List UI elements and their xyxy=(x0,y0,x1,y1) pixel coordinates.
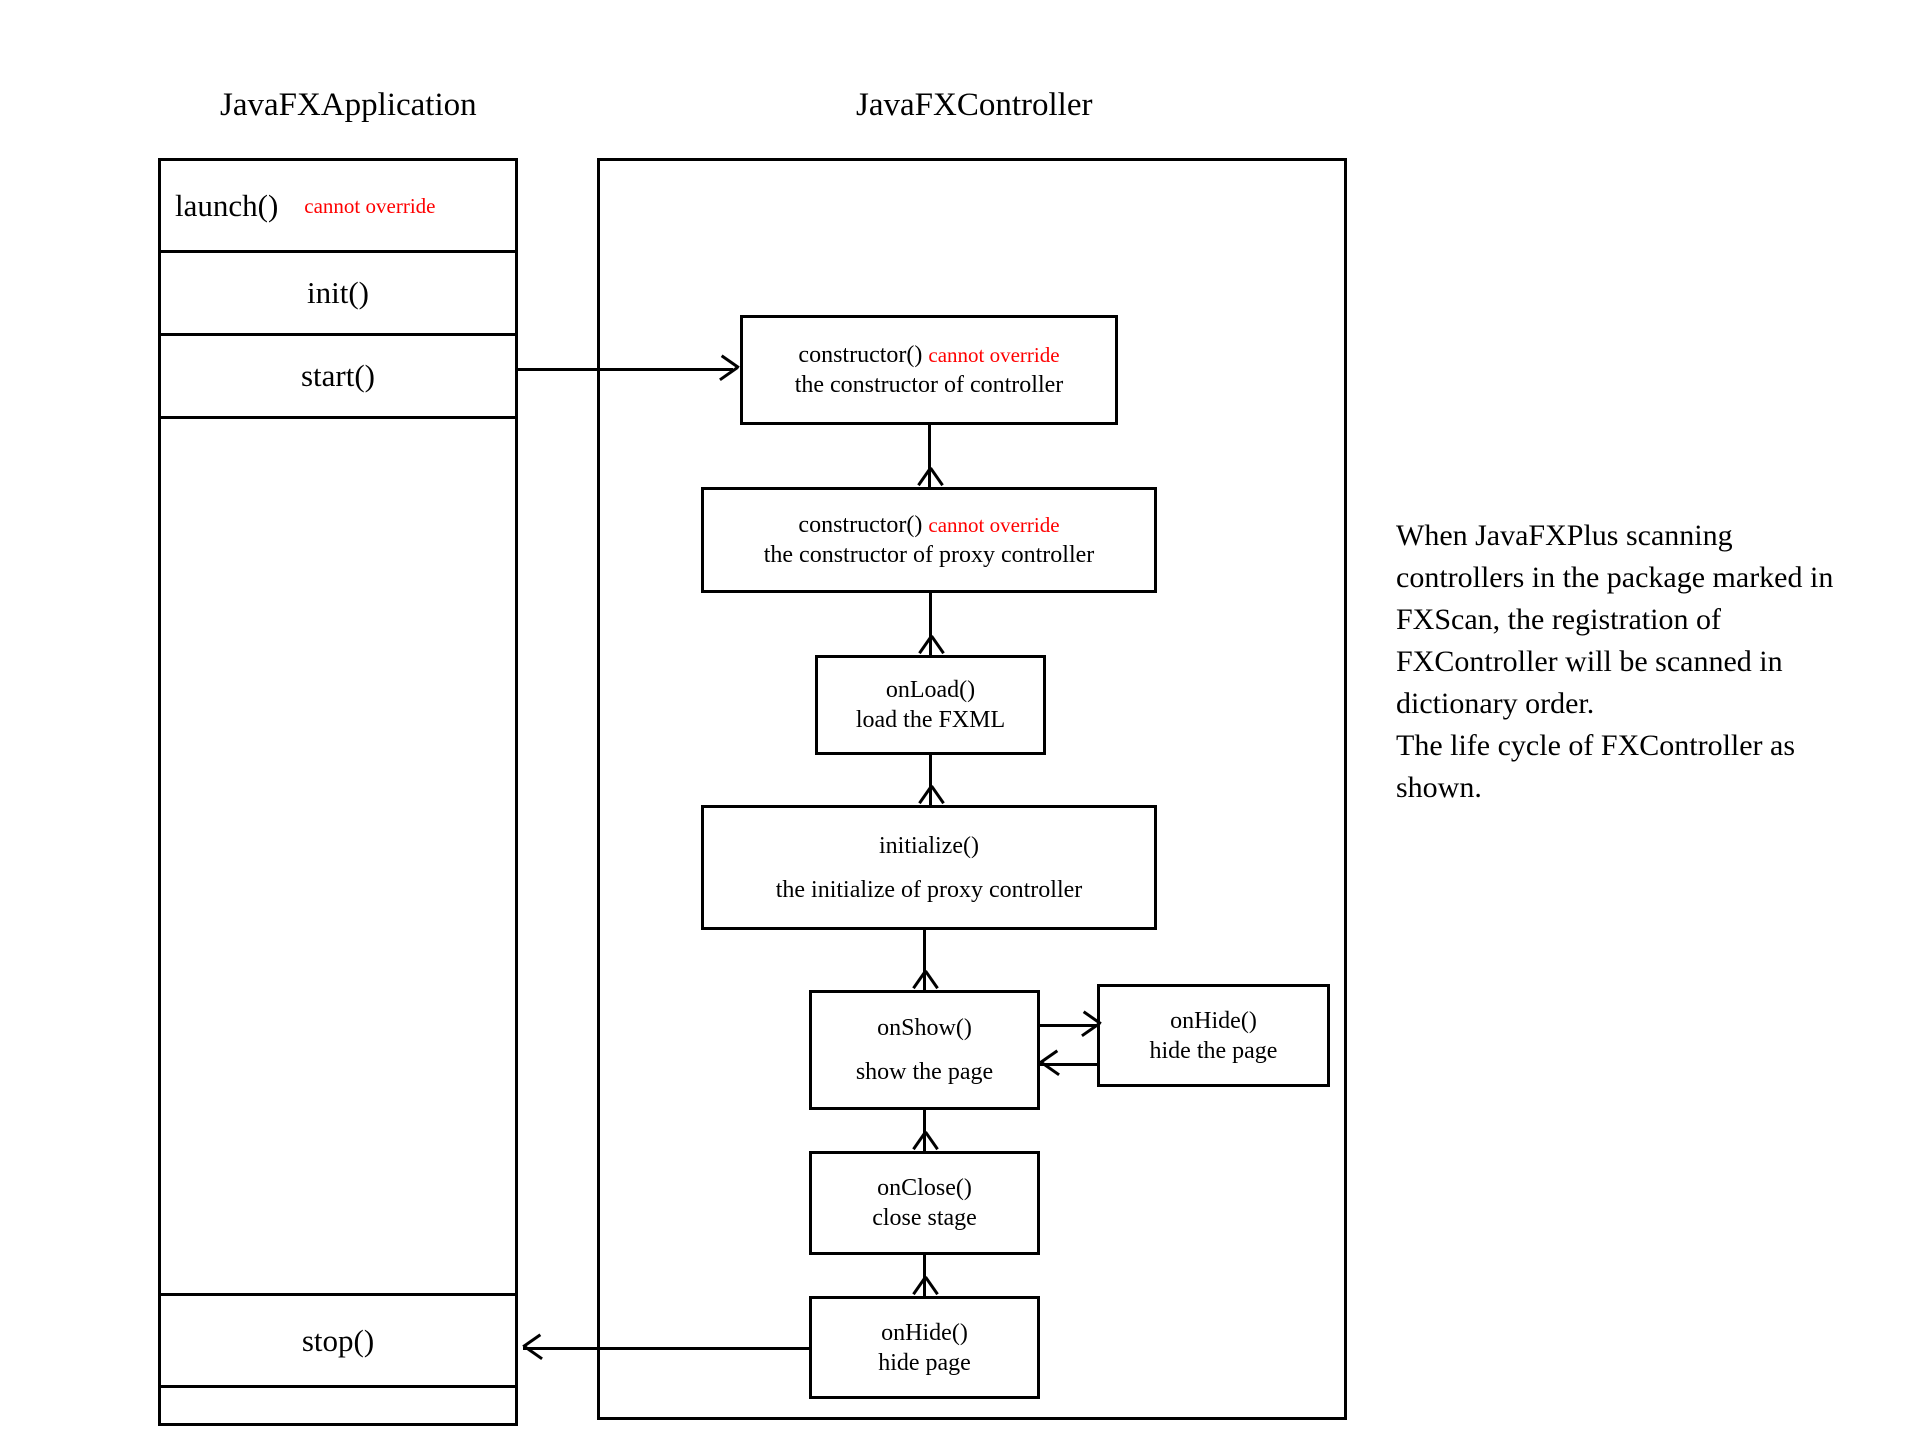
app-row-footer xyxy=(161,1388,515,1426)
arrowhead-onhide-bottom-to-stop xyxy=(524,1348,546,1370)
node-onhide-side: onHide() hide the page xyxy=(1097,984,1330,1087)
connector-initialize-to-onshow xyxy=(923,930,926,990)
app-row-init: init() xyxy=(161,253,515,336)
app-row-spacer xyxy=(161,419,515,1296)
javafx-application-title: JavaFXApplication xyxy=(220,87,477,123)
node-onhide-side-line2: hide the page xyxy=(1149,1037,1278,1064)
arrowhead-initialize-to-onshow xyxy=(924,971,946,993)
app-row-launch: launch() cannot override xyxy=(161,161,515,253)
node-constructor-note: cannot override xyxy=(928,343,1060,367)
app-row-init-label: init() xyxy=(307,275,369,310)
arrowhead-constructor-to-proxy xyxy=(929,468,951,490)
arrowhead-onshow-to-onclose xyxy=(924,1132,946,1154)
javafx-controller-title: JavaFXController xyxy=(856,87,1093,123)
app-row-stop: stop() xyxy=(161,1296,515,1388)
node-constructor: constructor() cannot override the constr… xyxy=(740,315,1118,425)
app-row-start-label: start() xyxy=(300,358,376,393)
connector-onshow-to-onhide xyxy=(1040,1024,1097,1027)
node-onhide-bottom-line1: onHide() xyxy=(881,1319,968,1346)
node-onclose-line2: close stage xyxy=(872,1205,977,1231)
javafx-controller-box xyxy=(597,158,1347,1420)
node-onshow-line1: onShow() xyxy=(877,1015,972,1041)
app-row-start: start() xyxy=(161,336,515,419)
node-constructor-proxy-line2: the constructor of proxy controller xyxy=(763,542,1095,568)
node-onshow-line2: show the page xyxy=(855,1059,994,1085)
node-onload: onLoad() load the FXML xyxy=(815,655,1046,755)
node-onload-line1: onLoad() xyxy=(885,677,976,703)
node-onhide-bottom-line2: hide page xyxy=(878,1349,971,1376)
node-constructor-proxy-line1: constructor() cannot override xyxy=(798,510,1059,540)
arrowhead-onshow-to-onhide xyxy=(1080,1025,1100,1045)
node-initialize-line2: the initialize of proxy controller xyxy=(775,876,1083,903)
app-row-stop-label: stop() xyxy=(301,1322,375,1358)
app-row-launch-label: launch() xyxy=(175,187,279,223)
node-constructor-line2: the constructor of controller xyxy=(794,372,1064,398)
node-onhide-side-line1: onHide() xyxy=(1170,1007,1257,1034)
node-onshow: onShow() show the page xyxy=(809,990,1040,1110)
arrowhead-proxy-to-onload xyxy=(930,636,952,658)
annotation-paragraph-2: The life cycle of FXController as shown. xyxy=(1396,729,1796,804)
node-constructor-proxy: constructor() cannot override the constr… xyxy=(701,487,1157,593)
connector-onhide-bottom-to-stop xyxy=(523,1347,811,1350)
arrowhead-start-to-constructor xyxy=(716,369,738,391)
annotation-block: When JavaFXPlus scanning controllers in … xyxy=(1396,515,1836,809)
app-row-launch-note: cannot override xyxy=(304,193,436,218)
connector-constructor-to-proxy xyxy=(928,425,931,487)
node-onclose-line1: onClose() xyxy=(877,1175,972,1201)
connector-onhide-to-onshow xyxy=(1040,1063,1097,1066)
node-constructor-proxy-note: cannot override xyxy=(928,513,1060,537)
node-constructor-line1: constructor() cannot override xyxy=(798,340,1059,370)
node-onclose: onClose() close stage xyxy=(809,1151,1040,1255)
node-initialize-line1: initialize() xyxy=(879,832,979,859)
arrowhead-onhide-to-onshow xyxy=(1041,1064,1061,1084)
node-constructor-line1-text: constructor() xyxy=(798,342,923,368)
javafx-application-box: launch() cannot override init() start() … xyxy=(158,158,518,1426)
node-initialize: initialize() the initialize of proxy con… xyxy=(701,805,1157,930)
arrowhead-onload-to-initialize xyxy=(930,786,952,808)
node-constructor-proxy-line1-text: constructor() xyxy=(798,512,923,538)
connector-proxy-to-onload xyxy=(929,593,932,655)
connector-onload-to-initialize xyxy=(929,755,932,805)
arrowhead-onclose-to-onhide-bottom xyxy=(924,1277,946,1299)
node-onload-line2: load the FXML xyxy=(855,707,1006,733)
node-onhide-bottom: onHide() hide page xyxy=(809,1296,1040,1399)
connector-start-to-constructor xyxy=(518,368,733,371)
annotation-paragraph-1: When JavaFXPlus scanning controllers in … xyxy=(1396,519,1834,720)
